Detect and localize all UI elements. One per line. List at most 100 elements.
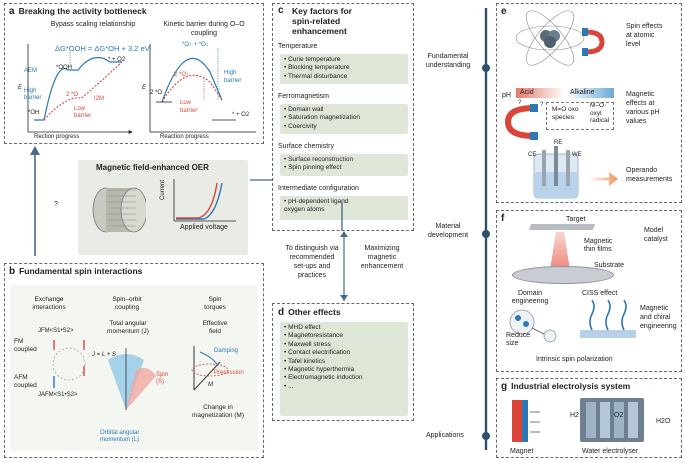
sputter-beam [550, 232, 570, 270]
oh-label: *OH [28, 110, 40, 116]
current-label: Current [160, 179, 166, 200]
target-label: Target [566, 216, 586, 223]
list-item: Thermal disturbance [284, 73, 405, 81]
re-label: RE [554, 140, 563, 146]
orbital-label-2: momentum (L) [100, 437, 140, 443]
chiral-pillars-icon [580, 300, 636, 338]
target-plate [528, 224, 596, 230]
orbital-label-1: Orbital angular [100, 430, 140, 436]
panel-b [4, 263, 264, 458]
magnet-horseshoe-icon [504, 104, 538, 140]
afm-coupled: coupled [14, 382, 37, 389]
ciss-label: CISS effect [582, 290, 618, 297]
r-low-label-1: Low [180, 100, 192, 106]
intrinsic-spin-label: Intrinsic spin polarization [536, 356, 613, 363]
r-start-label: 2 *O [150, 90, 163, 96]
spin-label-2: (S) [156, 379, 164, 385]
surface-box: Surface reconstruction Spin pinning effe… [280, 154, 408, 176]
oer-curve-plot [173, 179, 236, 222]
kinetic-caption: Kinetic barrier during O–O coupling [163, 21, 245, 37]
left-x-label: Rection progress [34, 134, 80, 140]
total-angular: Total angular momentum (J) [107, 320, 149, 335]
c-connectors [250, 179, 343, 230]
ferromagnetism-box: Domain wall Saturation magnetization Coe… [280, 104, 408, 134]
jafm-label: JAFM<S1•S2> [38, 392, 78, 398]
high-barrier-label-1: High [24, 88, 37, 94]
r-product-label: * + O2 [232, 112, 250, 118]
panel-d [272, 303, 414, 421]
change-magnetization: Change in magnetization (M) [191, 404, 245, 419]
list-item: pH-dependent ligand oxygen atoms [284, 198, 364, 215]
low-barrier-label-1: Low [74, 106, 86, 112]
fm-label: FM [14, 338, 24, 345]
col2-title: Spin–orbit coupling [112, 296, 142, 311]
right-x-label: Reaction progress [160, 134, 209, 140]
r-high-label-1: High [224, 70, 237, 76]
fundamental-label: Fundamental understanding [425, 53, 471, 69]
c-d-arrows [340, 231, 348, 301]
panel-c [272, 3, 414, 231]
q2-label: ? [540, 102, 544, 108]
panel-a-label: a [9, 6, 15, 17]
h2-label: H2 [570, 412, 579, 419]
oxo-box [546, 102, 614, 130]
col1-title: Exchange interactions [32, 296, 66, 311]
ferromagnetism-heading: Ferromagnetism [278, 93, 329, 100]
electrolyser-illustration [512, 398, 644, 442]
high-barrier-label-2: barrier [24, 95, 42, 101]
low-barrier-label-2: barrier [74, 113, 92, 119]
vertical-axis [482, 8, 490, 450]
aem-label: AEM [24, 68, 38, 74]
low-barrier-path [161, 74, 223, 103]
panel-e-label: e [501, 6, 507, 17]
axis-node-material [482, 230, 490, 238]
magnetic-ph-text: Magnetic effects at various pH values [626, 91, 660, 125]
voltage-label: Applied voltage [180, 224, 228, 231]
i2m-label: I2M [94, 96, 105, 102]
alkaline-label: Alkaline [570, 89, 595, 96]
list-item: Magnetic hyperthermia [284, 366, 405, 374]
list-item: ... [284, 383, 405, 391]
o2-label: O2 [614, 412, 624, 419]
list-item: Magnetoresistance [284, 332, 405, 340]
model-catalyst-text: Model catalyst [644, 227, 668, 243]
temperature-heading: Temperature [278, 43, 318, 50]
list-item: Maxwell stress [284, 341, 405, 349]
intermediate-box: pH-dependent ligand oxygen atoms [280, 196, 408, 220]
electrochemical-cell-icon [533, 146, 579, 199]
r-top-label: *O↑ + *O↓ [182, 42, 209, 48]
j-equation: J = L + S [92, 352, 116, 358]
high-barrier-path [161, 57, 223, 103]
operando-text: Operando measurements [626, 167, 673, 183]
two-o-label: 2 *O [66, 92, 79, 98]
right-y-label: E [142, 85, 147, 91]
exchange-icon [52, 340, 86, 388]
ph-gradient-bar [516, 88, 614, 98]
chiral-engineering-text: Magnetic and chiral engineering [640, 305, 677, 330]
panel-a-diagram [27, 44, 256, 134]
axis-node-applications [482, 432, 490, 440]
oxyl-label: M–O· oxyl radical [590, 102, 610, 124]
atomic-level-text: Spin effects at atomic level [626, 23, 663, 48]
panel-a [4, 3, 264, 144]
magnet-label: Magnet [510, 448, 534, 455]
r-low-label-2: barrier [180, 108, 198, 114]
list-item: Blocking temperature [284, 64, 405, 72]
panel-e [496, 3, 682, 203]
we-label: WE [572, 152, 582, 158]
ooh-label: *OOH [56, 65, 73, 71]
substrate-label: Substrate [594, 262, 624, 269]
reduce-size-label: Reduce size [506, 332, 531, 347]
panel-c-title: c Key factors for spin-related enhanceme… [278, 5, 352, 37]
list-item: Contact electrification [284, 349, 405, 357]
effective-field: Effective field [202, 320, 228, 335]
oxo-label: M=O oxo species [552, 106, 579, 121]
material-label: Material development [427, 223, 469, 239]
list-item: Curie temperature [284, 56, 405, 64]
applications-arrow [386, 429, 476, 445]
bypass-caption: Bypass scaling relationship [50, 21, 136, 28]
applications-label: Applications [426, 432, 464, 439]
panel-f-label: f [501, 213, 505, 224]
spin-orbit-cone [108, 348, 156, 410]
